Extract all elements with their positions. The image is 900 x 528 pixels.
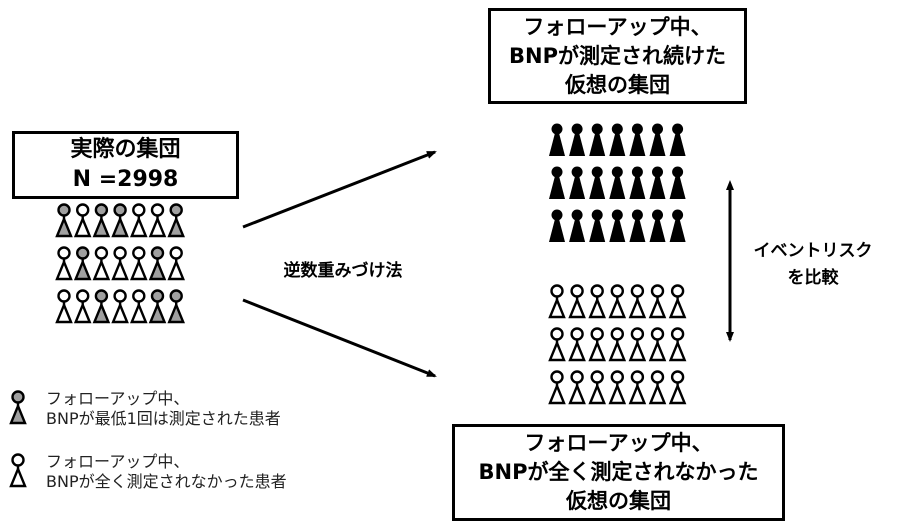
person-figure-unmeasured [548, 284, 566, 319]
person-figure-filled [549, 166, 565, 199]
person-figure-measured [167, 203, 185, 238]
person-figure-measured [148, 289, 167, 324]
person-figure-unmeasured [628, 370, 647, 405]
actual-cohort-n: N =2998 [72, 167, 179, 192]
hypothetical-unmeasured-figures [548, 284, 687, 405]
person-figure-measured [111, 203, 129, 238]
person-figure-measured [73, 246, 92, 281]
hypothetical-unmeasured-line-2: BNPが全く測定されなかった [478, 460, 759, 484]
person-figure-filled [569, 166, 586, 199]
hypothetical-measured-line-2: BNPが測定され続けた [509, 43, 726, 68]
person-figure-unmeasured [588, 284, 606, 319]
legend-unmeasured-line-2: BNPが全く測定されなかった患者 [46, 472, 287, 491]
person-figure-filled [569, 123, 586, 156]
person-figure-filled [649, 166, 666, 199]
person-figure-filled [549, 209, 565, 242]
arrow-to-unmeasured-cohort [242, 298, 437, 378]
person-figure-unmeasured [148, 203, 167, 238]
person-figure-filled [589, 166, 606, 199]
hypothetical-unmeasured-line-1: フォローアップ中、 [524, 431, 713, 455]
arrow-to-measured-cohort [242, 150, 437, 229]
legend-measured-icon [9, 390, 27, 425]
person-figure-filled [649, 123, 666, 156]
person-figure-unmeasured [648, 327, 667, 362]
person-figure-measured [92, 289, 111, 324]
person-figure-unmeasured [9, 453, 27, 488]
comparison-label-line-1: イベントリスク [753, 241, 873, 261]
legend-unmeasured-icon [9, 453, 27, 488]
person-figure-measured [9, 390, 27, 425]
person-figure-unmeasured [92, 246, 111, 281]
person-figure-measured [92, 203, 111, 238]
person-figure-unmeasured [608, 284, 627, 319]
person-figure-unmeasured [648, 284, 667, 319]
person-figure-unmeasured [628, 327, 647, 362]
person-figure-unmeasured [648, 370, 667, 405]
person-figure-unmeasured [568, 370, 586, 405]
hypothetical-unmeasured-box: フォローアップ中、 BNPが全く測定されなかった 仮想の集団 [452, 424, 785, 521]
actual-cohort-box: 実際の集団 N =2998 [12, 131, 239, 199]
person-figure-unmeasured [73, 203, 92, 238]
person-figure-filled [649, 209, 666, 242]
person-figure-filled [589, 123, 606, 156]
person-figure-filled [609, 166, 626, 199]
legend-item-unmeasured: フォローアップ中、 BNPが全く測定されなかった患者 [8, 452, 287, 492]
actual-cohort-title: 実際の集団 [70, 137, 181, 162]
person-figure-unmeasured [130, 289, 148, 324]
person-figure-unmeasured [130, 203, 148, 238]
person-figure-unmeasured [628, 284, 647, 319]
person-figure-unmeasured [111, 246, 129, 281]
person-figure-unmeasured [548, 327, 566, 362]
person-figure-measured [55, 203, 73, 238]
person-figure-measured [167, 289, 185, 324]
person-figure-filled [589, 209, 606, 242]
method-label: 逆数重みづけ法 [283, 261, 403, 281]
person-figure-filled [669, 209, 686, 242]
person-figure-unmeasured [548, 370, 566, 405]
person-figure-unmeasured [668, 284, 687, 319]
person-figure-filled [669, 166, 686, 199]
person-figure-unmeasured [608, 327, 627, 362]
legend-measured-line-2: BNPが最低1回は測定された患者 [46, 409, 281, 428]
person-figure-unmeasured [55, 289, 73, 324]
person-figure-unmeasured [568, 327, 586, 362]
person-figure-unmeasured [568, 284, 586, 319]
legend-unmeasured-line-1: フォローアップ中、 [46, 452, 190, 471]
person-figure-filled [629, 123, 646, 156]
comparison-label: イベントリスク を比較 [737, 238, 889, 292]
person-figure-unmeasured [111, 289, 129, 324]
comparison-label-line-2: を比較 [787, 268, 839, 288]
person-figure-filled [629, 209, 646, 242]
person-figure-unmeasured [130, 246, 148, 281]
hypothetical-measured-line-1: フォローアップ中、 [523, 14, 712, 39]
person-figure-filled [549, 123, 565, 156]
person-figure-unmeasured [668, 327, 687, 362]
person-figure-unmeasured [55, 246, 73, 281]
hypothetical-measured-box: フォローアップ中、 BNPが測定され続けた 仮想の集団 [488, 8, 747, 104]
person-figure-filled [569, 209, 586, 242]
person-figure-unmeasured [73, 289, 92, 324]
hypothetical-measured-line-3: 仮想の集団 [565, 72, 670, 97]
legend-measured-line-1: フォローアップ中、 [46, 389, 190, 408]
person-figure-unmeasured [588, 370, 606, 405]
person-figure-filled [629, 166, 646, 199]
person-figure-unmeasured [608, 370, 627, 405]
legend-item-measured: フォローアップ中、 BNPが最低1回は測定された患者 [8, 389, 281, 429]
person-figure-filled [609, 209, 626, 242]
person-figure-unmeasured [167, 246, 185, 281]
hypothetical-measured-figures [549, 123, 686, 242]
actual-cohort-figures [55, 203, 185, 324]
person-figure-filled [609, 123, 626, 156]
person-figure-unmeasured [668, 370, 687, 405]
hypothetical-unmeasured-line-3: 仮想の集団 [566, 489, 671, 513]
person-figure-filled [669, 123, 686, 156]
person-figure-unmeasured [588, 327, 606, 362]
person-figure-measured [148, 246, 167, 281]
